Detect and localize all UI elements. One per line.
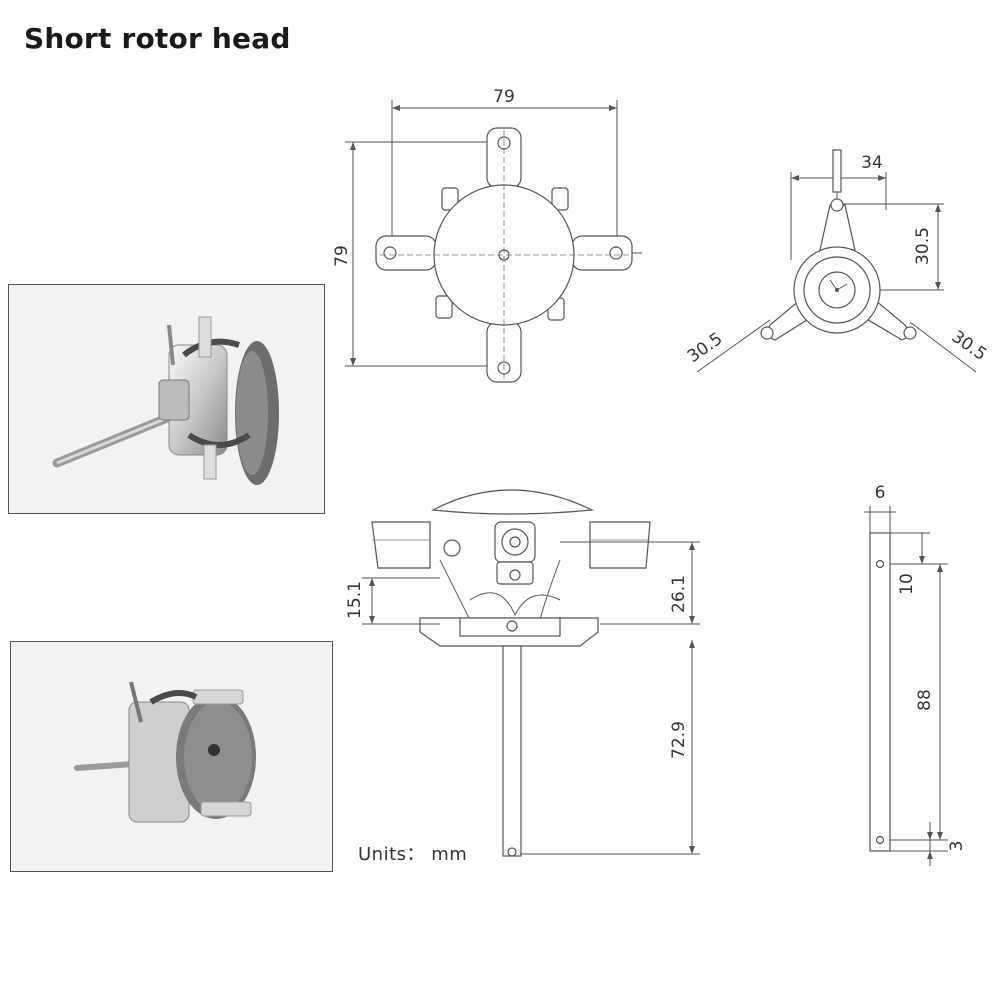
dim-swash-left-arm: 30.5	[684, 329, 726, 367]
dim-side-left: 15.1	[345, 581, 365, 619]
dim-swash-right-arm: 30.5	[948, 327, 990, 365]
dim-rod-bottom-offset: 3	[947, 841, 967, 852]
rotor-head-photo-illustration	[9, 285, 324, 513]
dim-rod-length: 88	[915, 689, 935, 711]
rotor-head-photo-illustration-2	[11, 642, 332, 871]
swashplate-view-drawing: 34 30.5 30.5 30.5	[684, 149, 990, 373]
side-view-drawing: 15.1 26.1 72.9	[345, 489, 700, 857]
units-label: Units： mm	[358, 844, 468, 865]
product-photo-angled	[8, 284, 325, 514]
dim-top-height: 79	[332, 245, 352, 267]
top-view-drawing: 79 79	[332, 87, 642, 383]
dim-swash-height: 30.5	[913, 227, 933, 265]
dim-top-width: 79	[493, 87, 515, 107]
rod-view-drawing: 6 10 88 3	[864, 483, 967, 866]
dim-rod-width: 6	[875, 483, 886, 503]
product-photo-front	[10, 641, 333, 872]
page-title: Short rotor head	[24, 22, 291, 55]
dim-rod-top-offset: 10	[897, 573, 917, 595]
dim-side-right: 26.1	[669, 575, 689, 613]
dim-shaft-length: 72.9	[669, 721, 689, 759]
dim-swash-width: 34	[861, 153, 883, 173]
